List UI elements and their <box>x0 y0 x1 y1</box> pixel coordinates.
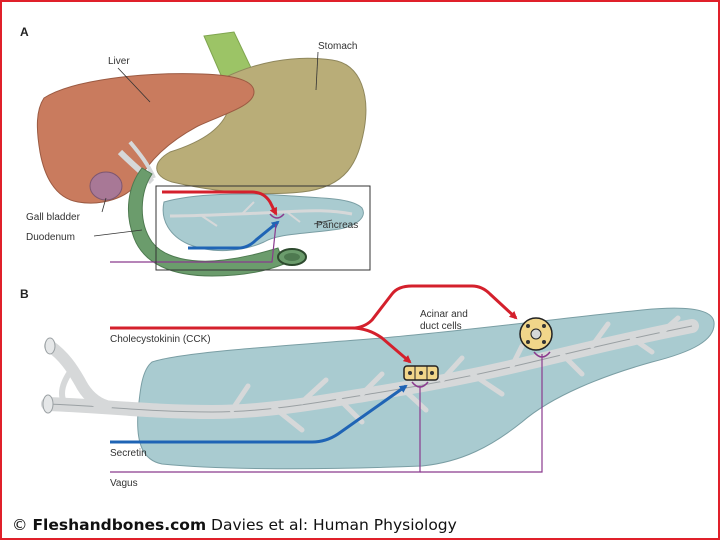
duct-branches <box>229 315 681 433</box>
pancreatic-duct-small <box>169 209 353 218</box>
label-cck: Cholecystokinin (CCK) <box>110 334 211 345</box>
vagus-ending-small <box>269 213 285 219</box>
label-liver: Liver <box>108 56 130 67</box>
gall-bladder-leader <box>101 197 107 213</box>
liver <box>36 73 255 204</box>
cck-arrow-acinar <box>110 284 518 330</box>
liver-leader <box>117 67 151 103</box>
acinar-cluster-far <box>519 317 553 351</box>
duct-branches-small <box>201 201 301 227</box>
vagus-nerve-acinar <box>420 354 543 473</box>
label-vagus: Vagus <box>110 478 138 489</box>
label-acinar-line1: Acinar and <box>420 309 468 320</box>
label-stomach: Stomach <box>318 41 357 52</box>
pancreas-small <box>162 193 364 252</box>
hepatic-duct <box>117 149 155 185</box>
label-acinar-line2: duct cells <box>420 321 462 332</box>
label-secretin: Secretin <box>110 448 147 459</box>
duct-opening <box>42 394 54 414</box>
bile-duct-opening <box>44 337 56 355</box>
panel-b-letter: B <box>20 287 29 301</box>
vagus-ending-acinar <box>533 351 551 358</box>
duodenum-lumen <box>284 253 300 261</box>
label-duodenum: Duodenum <box>26 232 75 243</box>
pancreas-leader <box>313 219 333 225</box>
source-credit: © Fleshandbones.com Davies et al: Human … <box>12 516 457 534</box>
gall-bladder <box>89 171 123 201</box>
cystic-duct <box>128 140 156 179</box>
stomach <box>156 57 367 195</box>
duodenum-leader <box>93 229 143 237</box>
bile-duct-branch <box>59 370 73 404</box>
cck-arrow-small <box>162 190 278 216</box>
stomach-leader <box>315 51 319 91</box>
pancreatic-duct-outline <box>47 325 693 413</box>
panel-a-letter: A <box>20 25 29 39</box>
bile-duct <box>44 340 112 412</box>
label-gall-bladder: Gall bladder <box>26 212 81 223</box>
zoom-box <box>155 185 371 271</box>
secretin-arrow-small <box>188 220 280 250</box>
source-citation: Davies et al: Human Physiology <box>211 516 457 534</box>
copyright-mark: © <box>12 516 28 534</box>
label-pancreas: Pancreas <box>316 220 358 231</box>
cck-arrow-duct <box>351 326 412 364</box>
vagus-ending-duct <box>411 381 429 388</box>
acinar-cluster-near <box>403 365 439 381</box>
site-name: Fleshandbones.com <box>32 516 207 534</box>
vagus-line-small <box>110 223 277 263</box>
secretin-arrow <box>110 384 408 444</box>
